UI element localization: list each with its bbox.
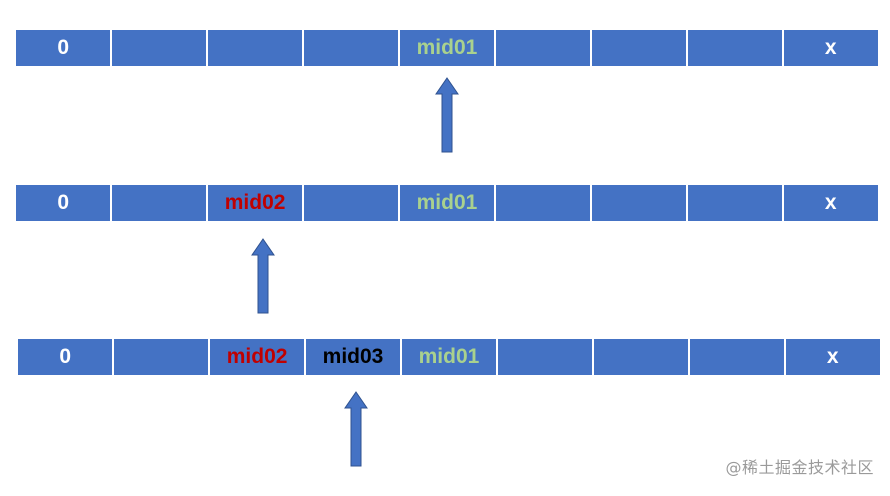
array-cell: mid01 bbox=[399, 185, 495, 221]
array-cell bbox=[495, 30, 591, 66]
array-cell bbox=[591, 185, 687, 221]
array-cell: 0 bbox=[16, 185, 111, 221]
array-row-2: 0 mid02 mid01 x bbox=[16, 185, 878, 221]
array-cell bbox=[303, 30, 399, 66]
up-arrow-icon bbox=[251, 238, 275, 314]
array-cell bbox=[113, 339, 209, 375]
array-cell bbox=[497, 339, 593, 375]
up-arrow-icon bbox=[344, 391, 368, 467]
array-cell: mid03 bbox=[305, 339, 401, 375]
array-cell bbox=[687, 30, 782, 66]
array-cell: x bbox=[783, 30, 878, 66]
array-row-1: 0 mid01 x bbox=[16, 30, 878, 66]
array-cell: 0 bbox=[18, 339, 113, 375]
array-cell: mid02 bbox=[209, 339, 305, 375]
array-cell: 0 bbox=[16, 30, 111, 66]
array-cell bbox=[495, 185, 591, 221]
array-cell bbox=[687, 185, 782, 221]
array-cell bbox=[207, 30, 303, 66]
array-cell: x bbox=[783, 185, 878, 221]
watermark: @稀土掘金技术社区 bbox=[725, 458, 874, 477]
array-cell: x bbox=[785, 339, 880, 375]
array-cell bbox=[111, 30, 207, 66]
array-cell bbox=[303, 185, 399, 221]
array-cell: mid01 bbox=[401, 339, 497, 375]
array-cell bbox=[689, 339, 784, 375]
array-cell: mid01 bbox=[399, 30, 495, 66]
up-arrow-icon bbox=[435, 77, 459, 153]
array-cell bbox=[111, 185, 207, 221]
array-cell bbox=[591, 30, 687, 66]
array-cell bbox=[593, 339, 689, 375]
array-cell: mid02 bbox=[207, 185, 303, 221]
